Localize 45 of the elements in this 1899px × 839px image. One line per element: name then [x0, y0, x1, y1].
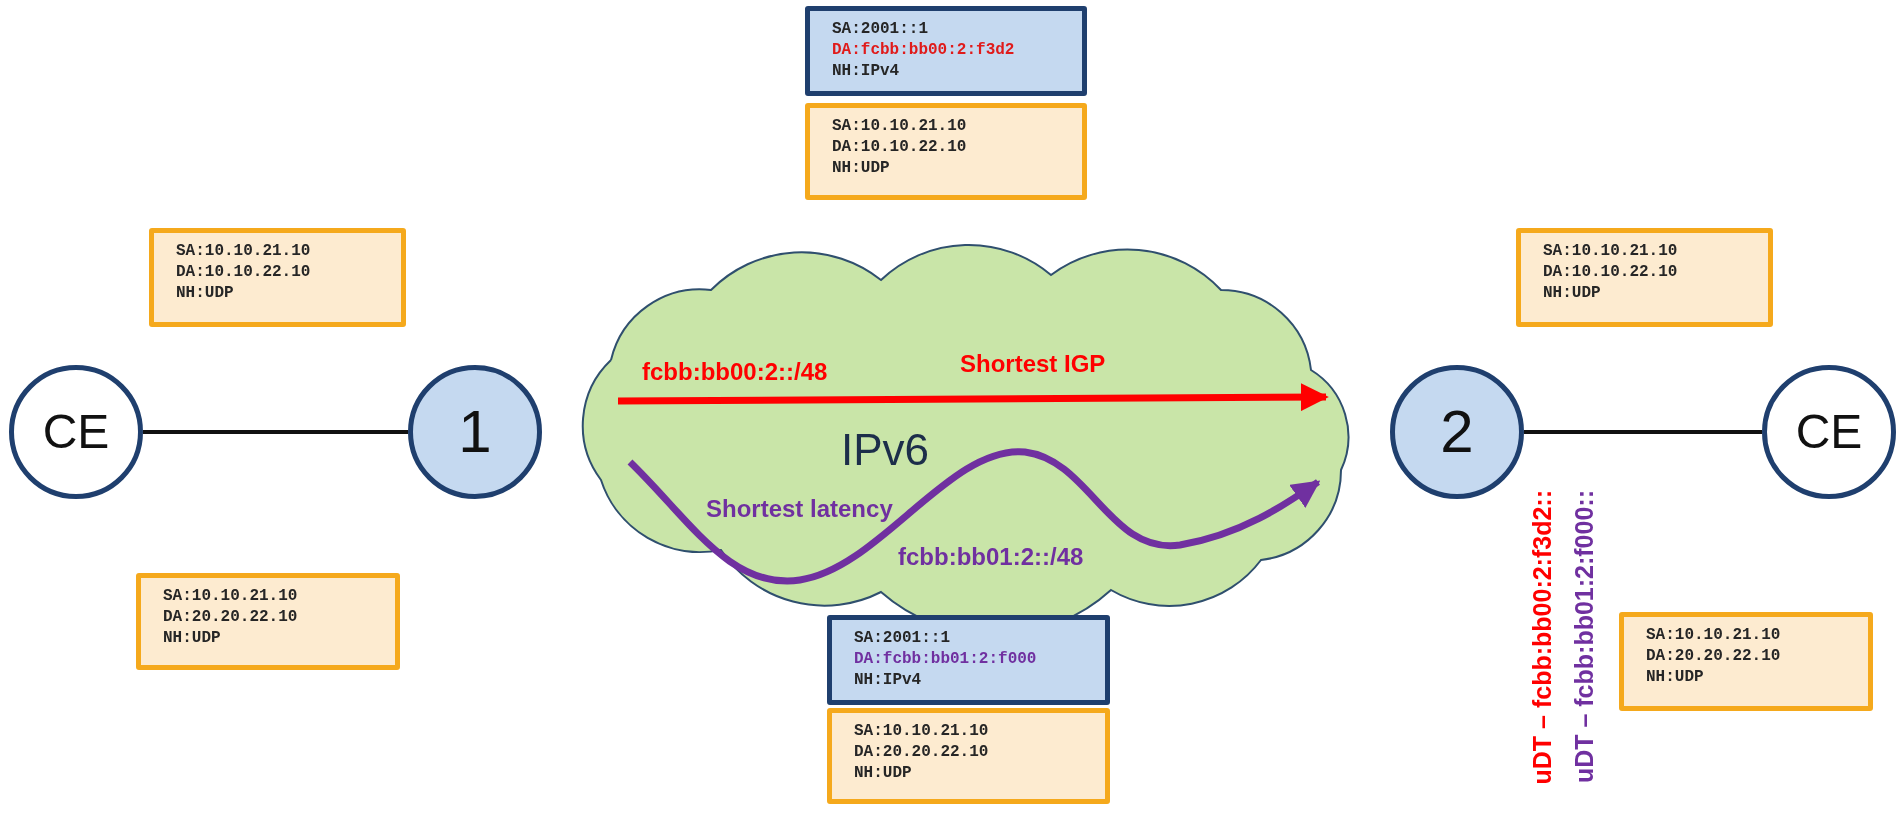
header-field-text: DA:10.10.22.10 — [176, 262, 311, 283]
header-field-text: DA:20.20.22.10 — [1646, 646, 1781, 667]
node-label: 2 — [1440, 402, 1474, 462]
header-field-text: SA:10.10.21.10 — [163, 586, 298, 607]
header-field-text: SA:2001::1 — [854, 628, 950, 649]
header-field-text: DA:fcbb:bb00:2:f3d2 — [832, 40, 1015, 61]
packet-header-box — [136, 573, 400, 670]
header-field-text: DA:fcbb:bb01:2:f000 — [854, 649, 1037, 670]
header-field-text: NH:UDP — [163, 628, 221, 649]
header-field-text: SA:10.10.21.10 — [832, 116, 967, 137]
prefix-label: uDT – fcbb:bb01:2:f000:: — [1570, 490, 1599, 784]
header-field-text: SA:10.10.21.10 — [1543, 241, 1678, 262]
prefix-label: fcbb:bb00:2::/48 — [642, 358, 828, 386]
path-label: Shortest latency — [706, 495, 893, 523]
path-label: Shortest IGP — [960, 350, 1106, 378]
header-field-text: SA:2001::1 — [832, 19, 928, 40]
prefix-label: fcbb:bb01:2::/48 — [898, 543, 1084, 571]
header-field-text: DA:20.20.22.10 — [163, 607, 298, 628]
header-field-text: NH:IPv4 — [854, 670, 922, 691]
header-field-text: NH:UDP — [854, 763, 912, 784]
header-field-text: NH:IPv4 — [832, 61, 900, 82]
header-field-text: SA:10.10.21.10 — [1646, 625, 1781, 646]
node-label: CE — [1795, 408, 1863, 456]
header-field-text: NH:UDP — [832, 158, 890, 179]
header-field-text: SA:10.10.21.10 — [176, 241, 311, 262]
header-field-text: DA:20.20.22.10 — [854, 742, 989, 763]
packet-header-box — [149, 228, 406, 327]
header-field-text: NH:UDP — [1646, 667, 1704, 688]
link-line — [143, 430, 408, 434]
prefix-label: uDT – fcbb:bb00:2:f3d2:: — [1528, 490, 1557, 785]
link-line — [1524, 430, 1762, 434]
packet-header-box — [827, 615, 1110, 705]
packet-header-box — [1516, 228, 1773, 327]
header-field-text: DA:10.10.22.10 — [1543, 262, 1678, 283]
packet-header-box — [1619, 612, 1873, 711]
packet-header-box — [805, 6, 1087, 96]
packet-header-box — [805, 103, 1087, 200]
header-field-text: NH:UDP — [1543, 283, 1601, 304]
header-field-text: SA:10.10.21.10 — [854, 721, 989, 742]
header-field-text: DA:10.10.22.10 — [832, 137, 967, 158]
network-label: IPv6 — [841, 425, 930, 475]
node-label: CE — [42, 408, 110, 456]
node-label: 1 — [458, 402, 492, 462]
packet-header-box — [827, 708, 1110, 804]
header-field-text: NH:UDP — [176, 283, 234, 304]
